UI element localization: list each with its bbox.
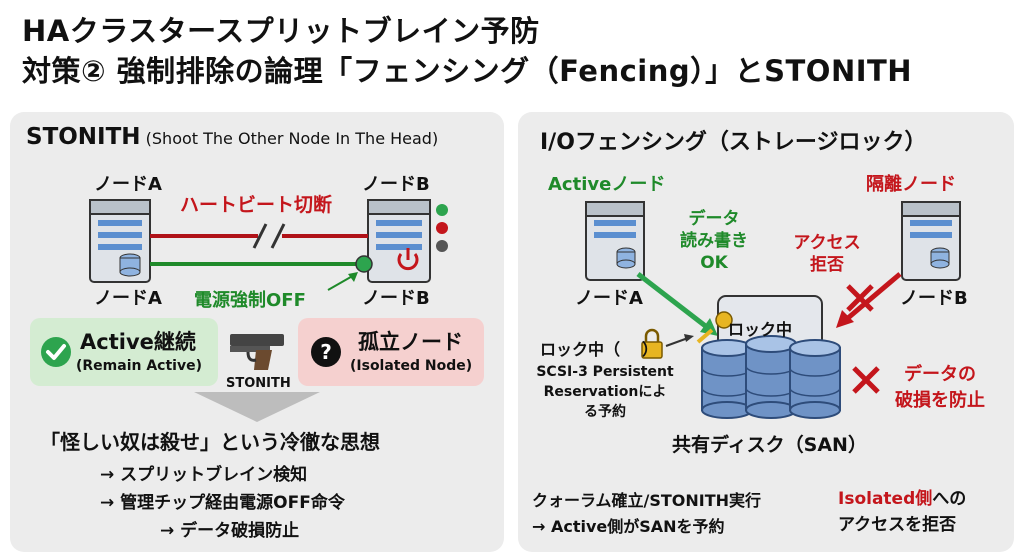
down-arrow-icon — [194, 392, 320, 422]
protect-line-1: データの — [904, 364, 976, 385]
active-node-label: Activeノード — [548, 174, 666, 195]
shared-disk-label: 共有ディスク（SAN） — [672, 434, 867, 456]
title-line-2: 対策② 強制排除の論理「フェンシング（Fencing）」とSTONITH — [22, 54, 913, 88]
rw-label-3: OK — [700, 253, 728, 273]
stonith-gun-label: STONITH — [226, 376, 291, 391]
checkmark-icon — [41, 337, 71, 367]
footer-right-1: への — [932, 489, 967, 509]
philosophy-text: 「怪しい奴は殺せ」という冷徹な思想 — [40, 430, 380, 454]
active-continue-sub: (Remain Active) — [76, 358, 202, 374]
status-light-red — [436, 222, 448, 234]
node-b-top-label: ノードB — [362, 174, 430, 195]
scsi-reservation-text: SCSI-3 Persistent Reservationによ る予約 — [526, 362, 684, 422]
access-denied-2: 拒否 — [810, 255, 844, 275]
footer-right-red: Isolated側 — [838, 489, 933, 509]
lock-status-close: ） — [642, 340, 659, 359]
power-node-dot — [355, 255, 373, 273]
scsi-line-2: Reservationによ — [543, 384, 667, 400]
title-line-1: HAクラスタースプリットブレイン予防 — [22, 14, 540, 48]
right-node-b-label: ノードB — [900, 288, 968, 309]
pistol-icon — [230, 334, 284, 370]
status-light-gray — [436, 240, 448, 252]
isolated-node-sub: (Isolated Node) — [350, 358, 473, 374]
lock-box-label: ロック中 — [728, 320, 793, 339]
server-a-right-icon — [585, 201, 645, 281]
footer-left-2: → Active側がSANを予約 — [532, 517, 725, 536]
access-denied-1: アクセス — [793, 233, 861, 253]
footer-left: クォーラム確立/STONITH実行 → Active側がSANを予約 — [532, 488, 761, 540]
stonith-heading-title: STONITH — [26, 124, 141, 150]
isolated-node-box: ? 孤立ノード (Isolated Node) — [298, 318, 484, 386]
protect-x-icon — [852, 366, 880, 394]
rw-ok-label: データ 読み書き OK — [674, 208, 754, 274]
step-3: → データ破損防止 — [160, 521, 300, 541]
active-continue-box: Active継続 (Remain Active) — [30, 318, 218, 386]
rw-label-2: 読み書き — [680, 231, 748, 251]
access-denied-label: アクセス 拒否 — [788, 232, 866, 276]
node-a-bottom-label: ノードA — [94, 288, 162, 309]
power-off-icon — [397, 248, 419, 271]
step-2: → 管理チップ経由電源OFF命令 — [100, 493, 345, 513]
server-b-icon — [367, 199, 431, 283]
data-protect-label: データの 破損を防止 — [880, 362, 1000, 414]
power-off-label: 電源強制OFF — [194, 290, 306, 311]
stonith-heading-sub: (Shoot The Other Node In The Head) — [145, 129, 439, 148]
protect-line-2: 破損を防止 — [895, 390, 985, 411]
scsi-line-3: る予約 — [584, 404, 626, 420]
status-light-green — [436, 204, 448, 216]
right-node-a-label: ノードA — [575, 288, 643, 309]
padlock-icon — [641, 328, 663, 359]
active-continue-title: Active継続 — [80, 330, 196, 354]
isolated-node-title: 孤立ノード — [358, 330, 463, 354]
footer-right-2: アクセスを拒否 — [838, 515, 957, 535]
rw-label-1: データ — [688, 209, 740, 229]
lock-status-open: ロック中（ — [540, 340, 621, 359]
svg-text:?: ? — [320, 340, 332, 364]
isolated-node-label: 隔離ノード — [866, 174, 956, 195]
server-b-right-icon — [901, 201, 961, 281]
io-fencing-diagram — [585, 201, 961, 419]
question-icon: ? — [311, 337, 341, 367]
step-1: → スプリットブレイン検知 — [100, 465, 308, 485]
heartbeat-label: ハートビート切断 — [180, 194, 333, 216]
shared-disk-icon — [701, 335, 841, 419]
stonith-diagram — [89, 199, 448, 291]
blocked-x-icon — [846, 284, 874, 312]
io-fencing-heading: I/Oフェンシング（ストレージロック） — [540, 130, 927, 155]
scsi-line-1: SCSI-3 Persistent — [536, 364, 674, 380]
server-a-icon — [89, 199, 151, 283]
stonith-heading: STONITH (Shoot The Other Node In The Hea… — [26, 124, 438, 150]
footer-left-1: クォーラム確立/STONITH実行 — [532, 491, 762, 510]
lock-status-text: ロック中（ ） — [540, 336, 658, 360]
key-icon — [696, 311, 733, 344]
node-a-top-label: ノードA — [94, 174, 162, 195]
node-b-bottom-label: ノードB — [362, 288, 430, 309]
footer-right: Isolated側への アクセスを拒否 — [838, 486, 966, 538]
